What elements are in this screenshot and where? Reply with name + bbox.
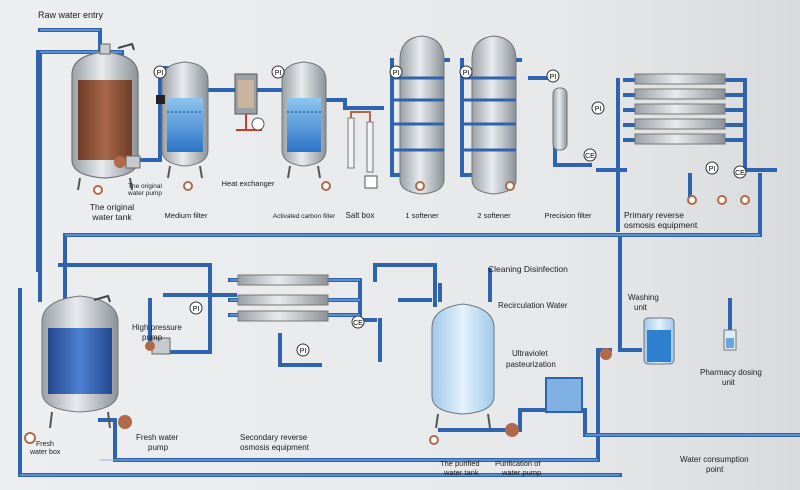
uv-pasteurizer (545, 377, 583, 413)
fresh-water-box (24, 432, 36, 444)
pi-gauge-4: PI (459, 65, 473, 79)
label-precision-filter: Precision filter (544, 211, 592, 220)
purified-water-tank (431, 303, 495, 429)
label-pharmacy-dosing-2: unit (722, 378, 736, 387)
label-high-pressure-pump-2: pump (142, 333, 163, 342)
original-water-pump (114, 155, 141, 169)
svg-text:PI: PI (193, 306, 200, 313)
label-high-pressure-pump-1: High pressure (132, 323, 182, 332)
pharmacy-dosing-unit (723, 329, 737, 351)
heat-exchanger (234, 73, 265, 131)
label-fresh-water-box-1: Fresh (36, 441, 54, 448)
ce-sensor-1: CE (583, 148, 597, 162)
svg-text:PI: PI (709, 166, 716, 173)
label-uv-2: pasteurization (506, 360, 556, 369)
label-fresh-water-box-2: water box (29, 449, 61, 456)
label-cleaning: Cleaning Disinfection (488, 264, 568, 274)
svg-text:PI: PI (550, 74, 557, 81)
svg-text:PI: PI (463, 70, 470, 77)
label-original-tank-2: water tank (91, 212, 132, 222)
label-original-pump-1: The original (128, 183, 163, 190)
label-fresh-water-pump-2: pump (148, 443, 169, 452)
medium-filter-vessel (156, 61, 209, 179)
label-salt-box: Salt box (346, 211, 375, 220)
label-purified-tank-1: The purified (440, 459, 480, 468)
label-pharmacy-dosing-1: Pharmacy dosing (700, 368, 762, 377)
high-pressure-pump (145, 337, 171, 355)
softener-1-vessel (399, 35, 445, 195)
label-washing-unit-1: Washing (628, 293, 659, 302)
pi-gauge-7: PI (705, 161, 719, 175)
label-secondary-ro-1: Secondary reverse (240, 433, 308, 442)
svg-text:CE: CE (353, 320, 363, 327)
svg-text:PI: PI (300, 348, 307, 355)
svg-text:PI: PI (275, 70, 282, 77)
svg-text:PI: PI (157, 70, 164, 77)
label-primary-ro-2: osmosis equipment (624, 220, 698, 230)
label-consumption-1: Water consumption (680, 455, 749, 464)
label-original-tank-1: The original (90, 202, 135, 212)
label-recirculation: Recirculation Water (498, 301, 568, 310)
svg-text:PI: PI (595, 106, 602, 113)
precision-filter (552, 87, 568, 151)
purification-pump (505, 423, 519, 437)
pi-gauge-3: PI (389, 65, 403, 79)
svg-text:PI: PI (393, 70, 400, 77)
softener-2-vessel (471, 35, 517, 195)
label-original-pump-2: water pump (127, 190, 162, 197)
salt-box (347, 111, 378, 189)
fresh-water-tank (41, 294, 119, 429)
label-heat-exchanger: Heat exchanger (222, 179, 275, 188)
label-softener-1: 1 softener (405, 211, 439, 220)
secondary-ro-membranes (237, 274, 329, 322)
fresh-water-pump (118, 415, 132, 429)
label-uv-1: Ultraviolet (512, 349, 548, 358)
label-purification-pump-1: Purification of (495, 459, 541, 468)
label-purified-tank-2: water tank (443, 468, 479, 477)
ce-sensors: CE CE CE (351, 148, 747, 329)
label-raw-water-entry: Raw water entry (38, 10, 104, 20)
label-washing-unit-2: unit (634, 303, 648, 312)
label-medium-filter: Medium filter (165, 211, 208, 220)
ce-sensor-3: CE (351, 315, 365, 329)
pi-gauge-9: PI (296, 343, 310, 357)
primary-ro-membranes (634, 73, 726, 145)
label-primary-ro-1: Primary reverse (624, 210, 684, 220)
pi-gauge-2: PI (271, 65, 285, 79)
pi-gauges: PI PI PI PI PI PI PI PI PI (153, 65, 719, 357)
pi-gauge-8: PI (189, 301, 203, 315)
original-water-tank (71, 42, 139, 191)
svg-text:CE: CE (735, 170, 745, 177)
label-purification-pump-2: water pump (501, 468, 541, 477)
label-fresh-water-pump-1: Fresh water (136, 433, 179, 442)
label-activated-carbon: Activated carbon filter (273, 213, 336, 220)
svg-text:CE: CE (585, 153, 595, 160)
pi-gauge-5: PI (546, 69, 560, 83)
pi-gauge-1: PI (153, 65, 167, 79)
washing-unit (600, 317, 675, 365)
label-secondary-ro-2: osmosis equipment (240, 443, 310, 452)
pi-gauge-6: PI (591, 101, 605, 115)
activated-carbon-filter-vessel (281, 61, 327, 179)
label-softener-2: 2 softener (477, 211, 511, 220)
ce-sensor-2: CE (733, 165, 747, 179)
sample-points (93, 181, 750, 445)
label-consumption-2: point (706, 465, 724, 474)
